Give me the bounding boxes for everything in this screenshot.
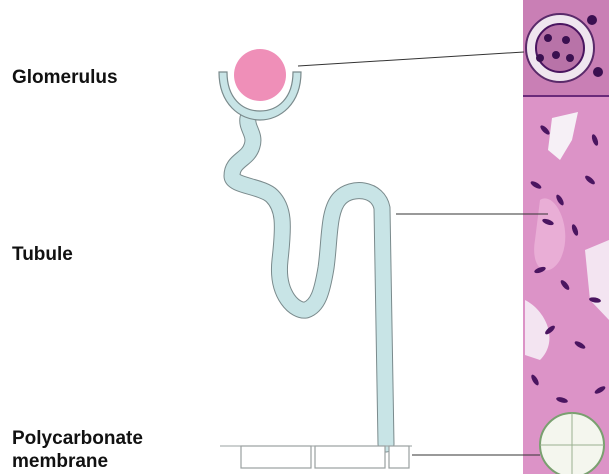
glomerulus <box>234 49 286 101</box>
glomerulus-leader-line <box>298 52 524 66</box>
tubule-lumen <box>232 118 386 444</box>
polycarbonate-membrane <box>220 446 412 468</box>
glomerulus-histology <box>523 0 609 96</box>
histology-image <box>523 0 609 474</box>
membrane-histology <box>540 413 604 474</box>
tubule <box>232 118 386 444</box>
